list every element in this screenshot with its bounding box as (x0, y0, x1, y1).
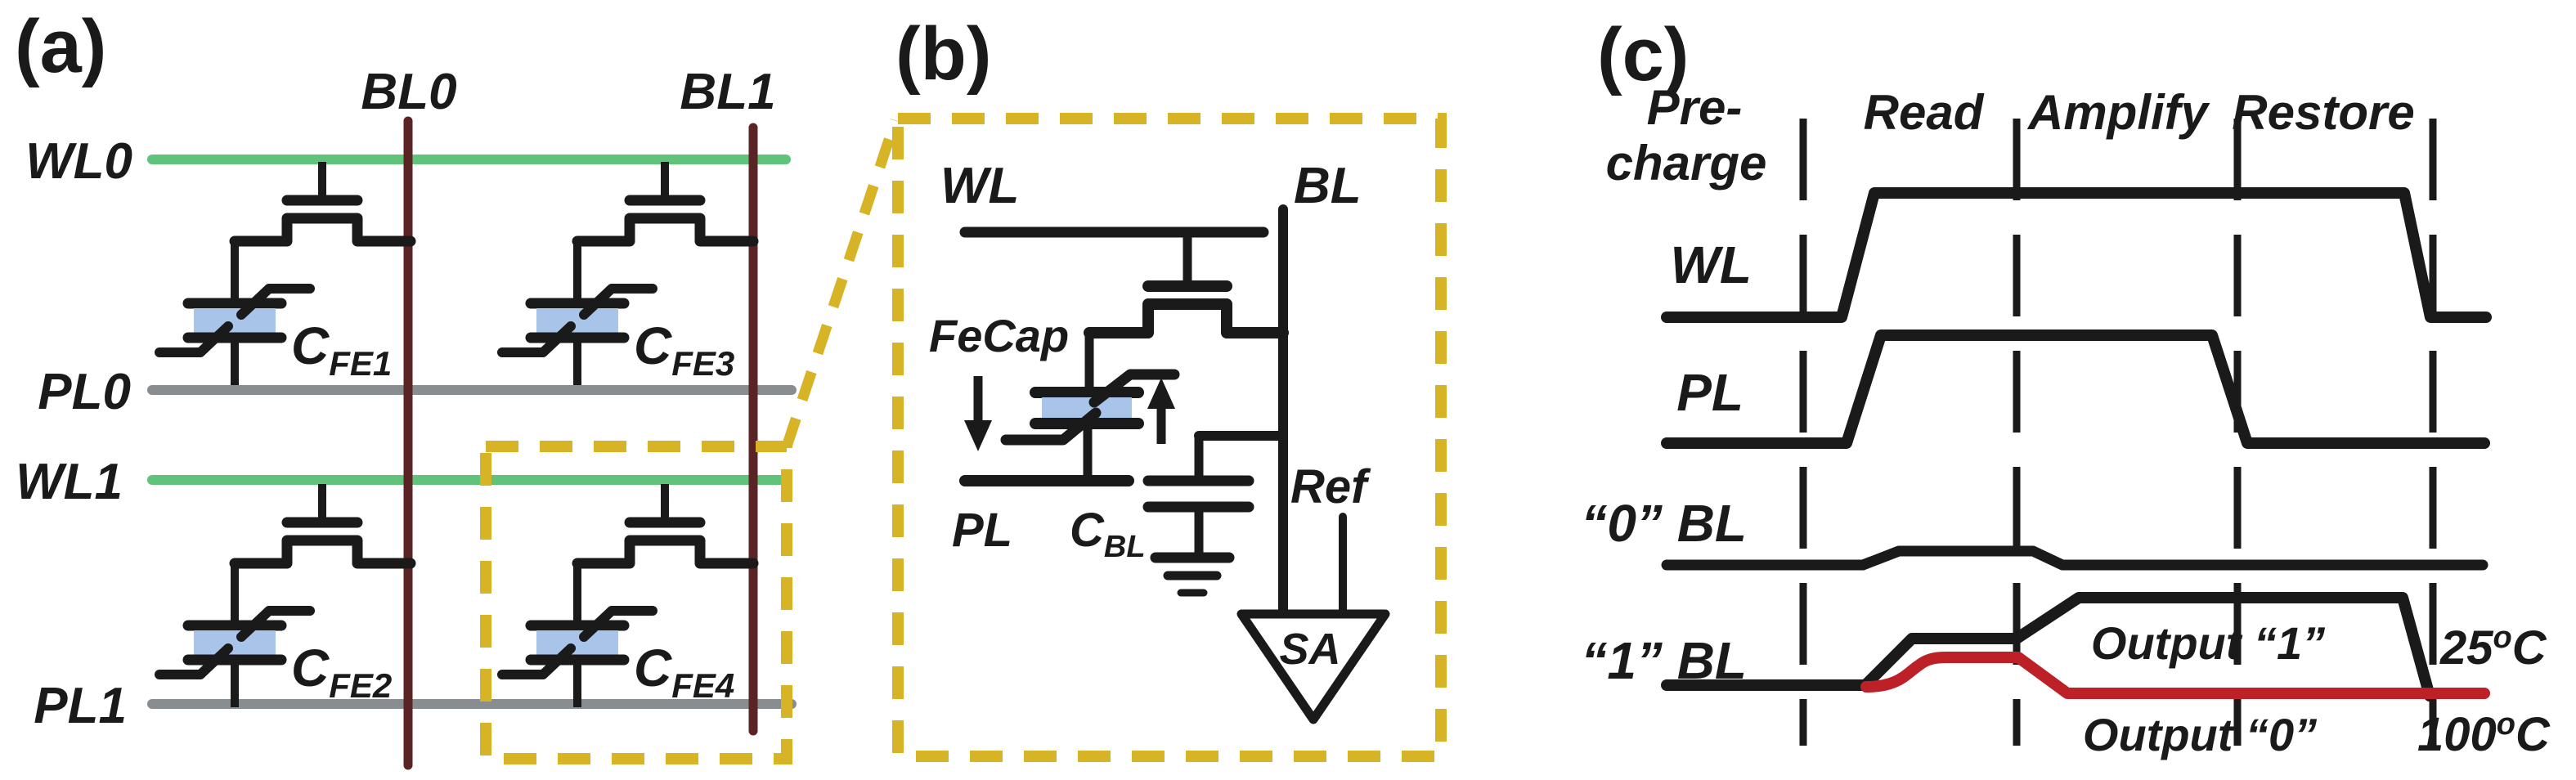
label-wl1: WL1 (16, 454, 123, 510)
annotation-temp-25c: 25oC (2439, 621, 2547, 675)
signal-label-pl: PL (1676, 363, 1744, 422)
label-bl: BL (1294, 158, 1362, 214)
fecap-top-tick (1088, 369, 1180, 408)
label-wl0: WL0 (25, 133, 132, 190)
cap-label-cfe2: CFE2 (291, 639, 392, 705)
label-cbl: CBL (1070, 504, 1146, 564)
signal-label-bl0: “0” BL (1581, 494, 1747, 553)
panel-c-tag: (c) (1597, 13, 1689, 96)
label-pl0: PL0 (38, 364, 131, 420)
phase-label-precharge-line2: charge (1606, 136, 1767, 191)
label-bl0: BL0 (361, 64, 456, 120)
waveform-pl (1661, 329, 2490, 449)
ground-icon (1150, 552, 1235, 597)
signal-label-wl: WL (1671, 235, 1752, 294)
panel-a-tag: (a) (15, 5, 106, 88)
annotation-output1: Output “1” (2091, 617, 2325, 669)
phase-label-restore: Restore (2232, 85, 2414, 140)
zoom-connector-line (781, 118, 901, 449)
label-pl: PL (952, 504, 1012, 557)
phase-label-amplify: Amplify (2026, 85, 2210, 140)
panel-a: (a) CFE1 CFE3 CFE2 CFE4 WL0 PL0 WL1 PL1 … (15, 5, 901, 770)
cap-label-cfe3: CFE3 (634, 316, 734, 383)
label-fecap: FeCap (929, 310, 1069, 361)
label-pl1: PL1 (34, 678, 127, 734)
zoom-box (892, 113, 1447, 762)
cap-label-cfe4: CFE4 (634, 639, 734, 705)
panel-b: (b) WL BL FeCap PL (892, 12, 1447, 762)
phase-label-read: Read (1864, 85, 1985, 140)
sense-amp-triangle (1236, 609, 1390, 724)
label-wl: WL (940, 158, 1019, 214)
panel-c: (c) Pre- charge Read Amplify Restore WL … (1581, 13, 2551, 761)
annotation-output0: Output “0” (2083, 709, 2317, 760)
polarization-down-arrow-icon (964, 376, 992, 451)
label-sa: SA (1279, 625, 1340, 674)
panel-b-tag: (b) (895, 12, 991, 96)
label-bl1: BL1 (680, 64, 775, 120)
annotation-temp-100c: 100oC (2417, 707, 2551, 761)
polarization-up-arrow-icon (1147, 378, 1175, 444)
fecap-bottom-tick (1000, 407, 1102, 446)
phase-label-precharge-line1: Pre- (1647, 80, 1743, 135)
highlight-box-cell4 (480, 441, 792, 764)
waveform-wl (1661, 187, 2492, 323)
waveform-bl1-100c (1860, 652, 2490, 699)
cap-label-cfe1: CFE1 (291, 316, 392, 383)
transistor-channel (1084, 298, 1289, 338)
label-ref: Ref (1290, 460, 1371, 513)
waveform-bl0 (1661, 545, 2488, 571)
